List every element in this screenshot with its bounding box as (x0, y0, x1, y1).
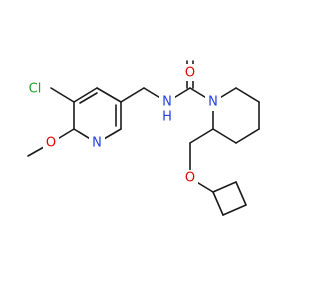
amide-nitrogen-atom: N H (159, 94, 175, 125)
bond (50, 87, 75, 103)
amide-hydrogen-label: H (162, 110, 172, 125)
bond (73, 87, 98, 103)
chlorine-label: Cl (29, 82, 42, 97)
bond (222, 204, 247, 216)
carbonyl-oxygen-label: O (185, 66, 195, 81)
bonds (27, 60, 260, 216)
pyridine-nitrogen-label: N (92, 136, 102, 151)
ether-oxygen-label: O (185, 171, 195, 186)
methoxy-oxygen-label: O (46, 136, 56, 151)
carbonyl-oxygen-atom: O (182, 64, 198, 81)
bond (235, 128, 260, 144)
bond (212, 181, 237, 193)
ether-oxygen-atom: O (182, 170, 198, 187)
molecule-structure: Cl O N N H O N O (25, 60, 260, 216)
chlorine-atom: Cl (25, 80, 45, 97)
bond (235, 87, 260, 103)
piperidine-nitrogen-atom: N (205, 94, 221, 111)
bond (120, 87, 145, 103)
bond (235, 181, 247, 206)
bond (96, 87, 122, 103)
methoxy-oxygen-atom: O (43, 135, 59, 152)
bond (212, 128, 237, 144)
piperidine-nitrogen-label: N (208, 95, 218, 110)
atom-labels: Cl O N N H O N O (25, 64, 221, 187)
pyridine-nitrogen-atom: N (89, 135, 105, 152)
bond (79, 92, 98, 104)
amide-nitrogen-label: N (162, 95, 172, 110)
bond (189, 128, 214, 144)
bond (212, 191, 224, 216)
